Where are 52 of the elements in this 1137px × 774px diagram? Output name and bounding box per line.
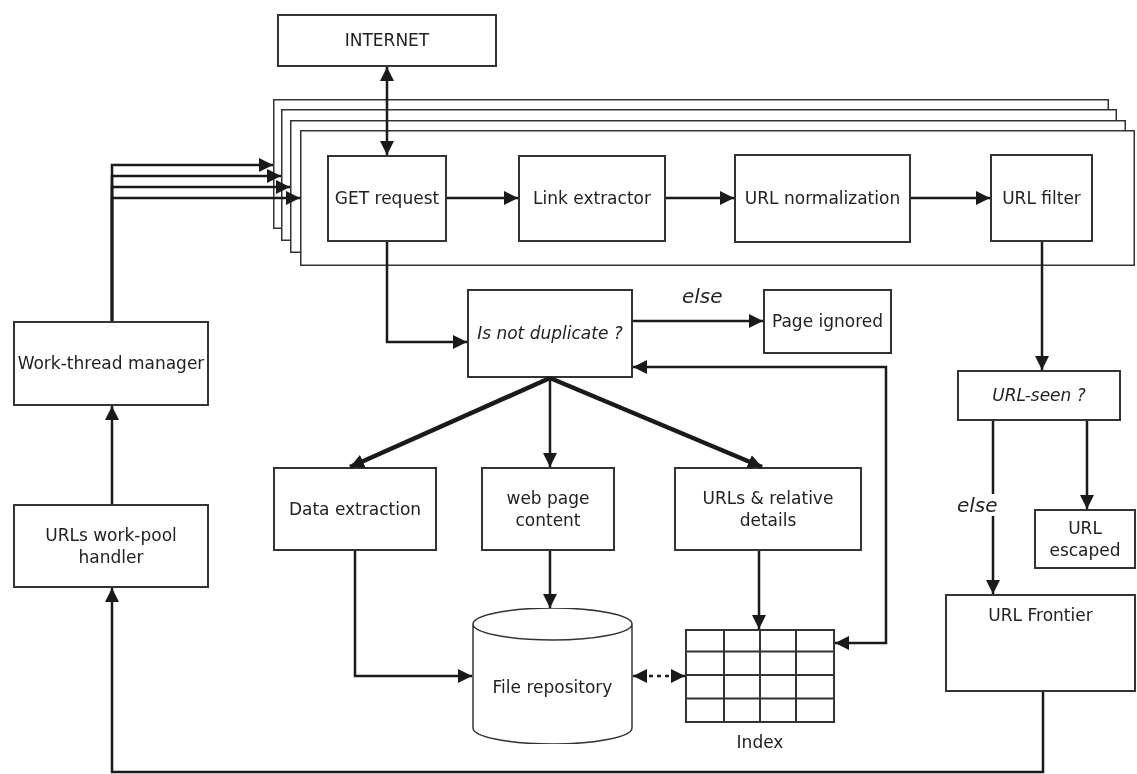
decision-box	[467, 289, 633, 378]
process-box	[481, 467, 615, 551]
box-label: Link extractor	[533, 187, 651, 210]
arrow	[543, 378, 557, 467]
box-label: URL normalization	[744, 187, 901, 210]
arrow	[633, 314, 763, 328]
box-label: INTERNET	[344, 29, 430, 52]
decision-box	[957, 370, 1121, 421]
process-box	[734, 154, 911, 243]
arrow	[752, 551, 766, 629]
box-label: Index	[736, 730, 784, 753]
process-box	[518, 155, 666, 242]
process-box	[273, 467, 437, 551]
double-arrow	[380, 67, 394, 155]
box-label: Page ignored	[771, 310, 884, 333]
box-label: URL escaped	[1048, 516, 1122, 562]
process-box	[1034, 509, 1136, 569]
box-label: GET request	[334, 187, 440, 210]
box-label: web page content	[505, 486, 591, 532]
arrow	[1080, 421, 1094, 509]
box-label: Data extraction	[288, 497, 422, 521]
box-label: Work-thread manager	[17, 352, 205, 375]
arrow	[385, 242, 467, 349]
arrow	[447, 191, 518, 205]
arrow	[911, 191, 990, 205]
process-box	[945, 594, 1136, 692]
double-arrow	[633, 360, 888, 650]
box-label: URL Frontier	[988, 604, 1093, 627]
box-label: File repository	[492, 675, 613, 699]
process-box	[327, 155, 447, 242]
box-label: URLs work-pool handler	[44, 523, 178, 569]
process-box	[13, 504, 209, 588]
arrow	[353, 551, 472, 683]
process-box	[763, 289, 892, 354]
arrow	[105, 588, 1045, 774]
arrow	[986, 421, 1000, 594]
box-label: URL filter	[1002, 186, 1081, 210]
arrow	[105, 406, 119, 504]
arrow	[349, 375, 551, 470]
arrow	[549, 375, 763, 470]
double-arrow	[633, 669, 685, 683]
arrow	[1035, 242, 1049, 370]
arrow	[543, 551, 557, 608]
process-box	[13, 321, 209, 406]
process-box	[277, 14, 497, 67]
box-label: URLs & relative details	[701, 486, 835, 532]
box-label: Is not duplicate ?	[477, 322, 623, 345]
box-label: URL-seen ?	[992, 384, 1086, 407]
arrow	[666, 191, 734, 205]
edge-label: else	[955, 493, 1000, 516]
process-box	[674, 467, 862, 551]
process-box	[990, 154, 1093, 242]
